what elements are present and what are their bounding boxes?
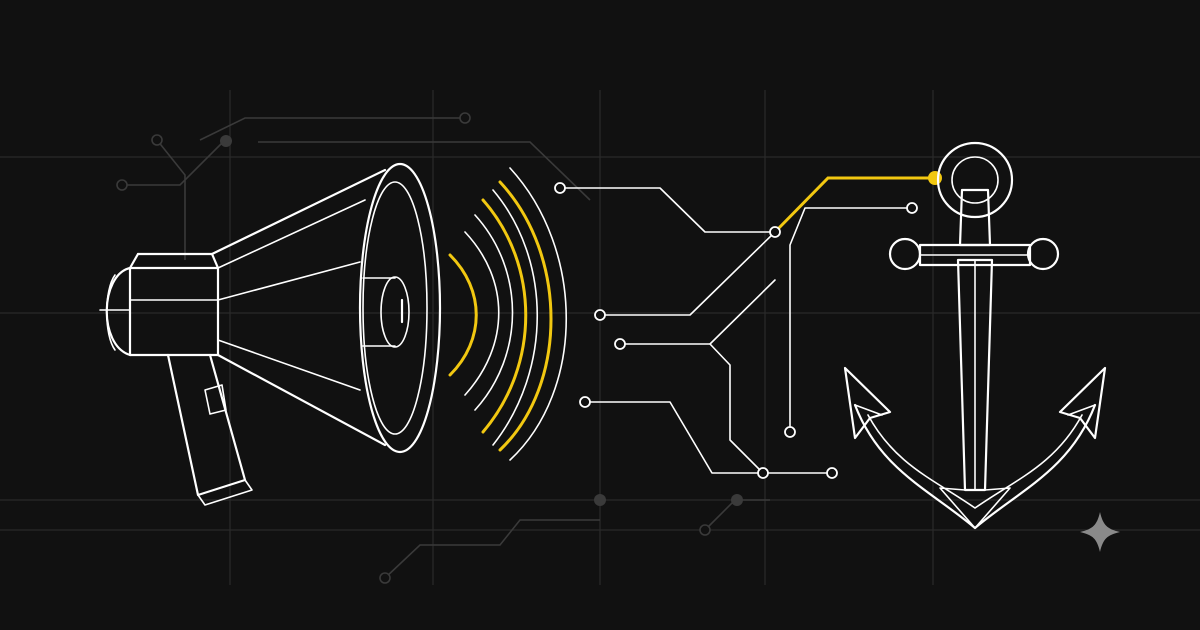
megaphone-icon [99, 162, 442, 506]
background-circuit-traces [116, 112, 770, 584]
sound-waves-icon [448, 167, 567, 461]
background-grid [0, 90, 1200, 585]
circuit-traces [554, 171, 942, 479]
sparkle-icon [1080, 512, 1120, 552]
anchor-icon [843, 141, 1107, 530]
